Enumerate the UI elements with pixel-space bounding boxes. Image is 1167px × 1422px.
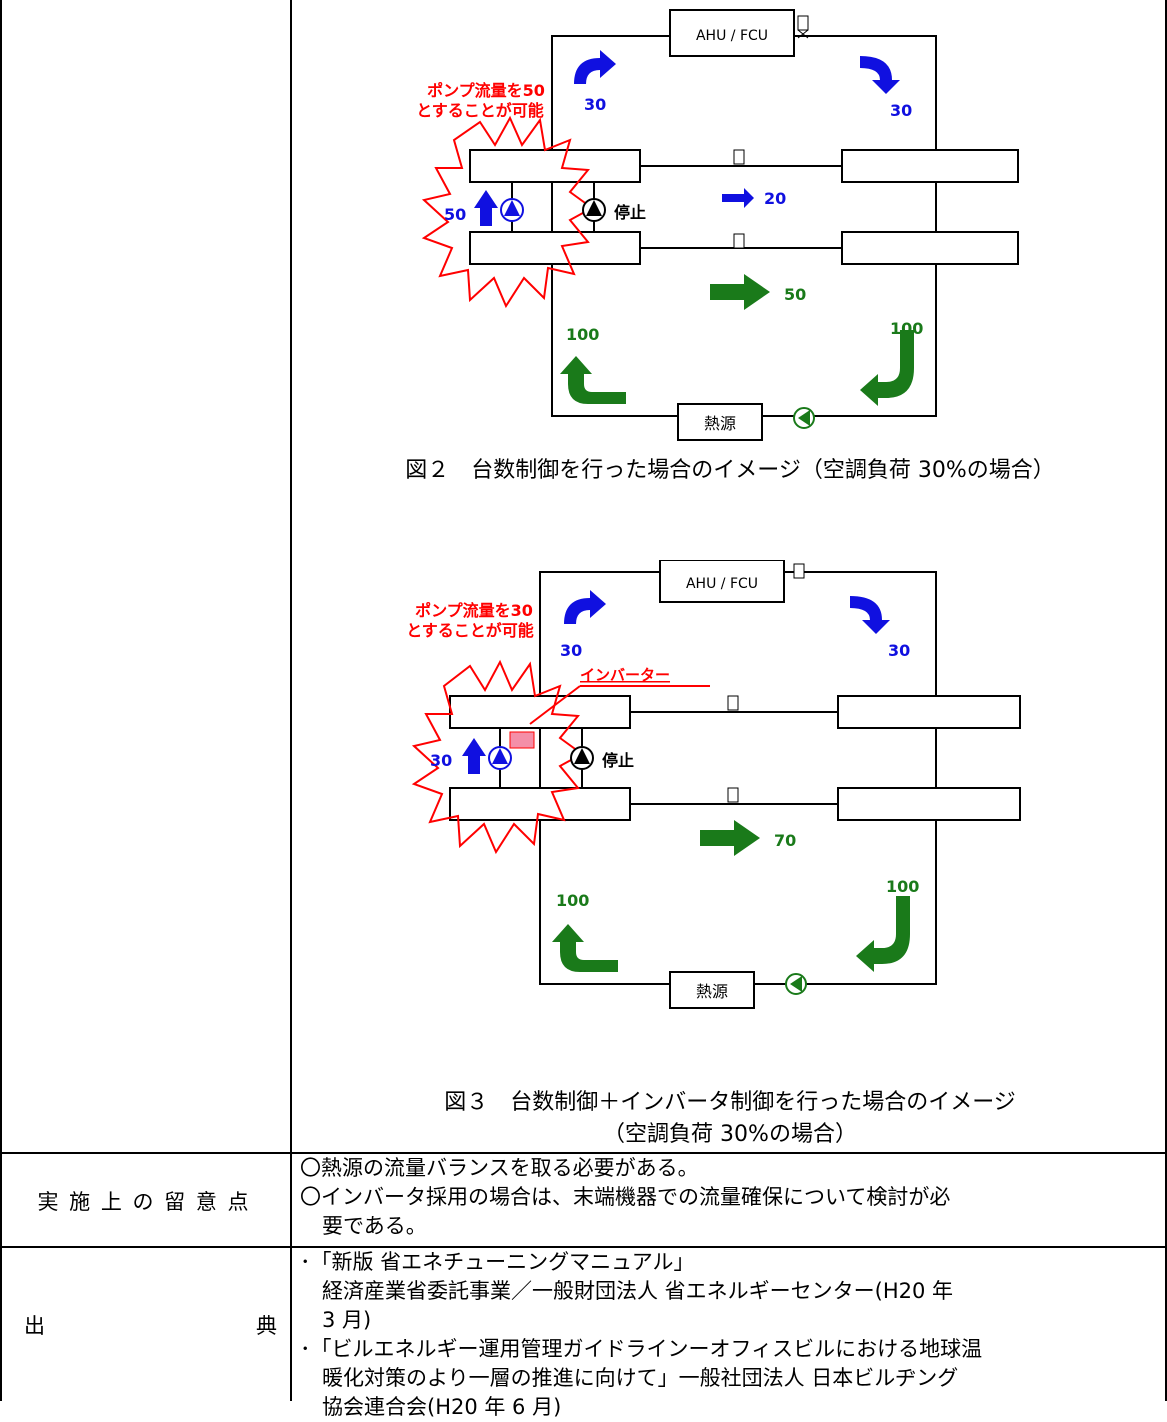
heat-source-box [677, 403, 763, 441]
inverter-box [509, 731, 535, 749]
flow-bottom-left: 100 [566, 325, 599, 344]
valve-icon [797, 15, 809, 31]
flow-mid2: 70 [774, 831, 796, 850]
ahu-box [669, 9, 795, 57]
flow-top-right: 30 [890, 101, 912, 120]
stop-label: 停止 [614, 203, 646, 222]
ahu-box [659, 560, 785, 603]
flow-pump: 50 [444, 205, 466, 224]
figure3-diagram: AHU / FCU 熱源 ポンプ流量を30 とすることが可能 インバーター 停止… [406, 560, 1021, 1009]
source-line: 協会連合会(H20 年 6 月) [322, 1395, 562, 1419]
flow-pump: 30 [430, 751, 452, 770]
table-column-divider [290, 0, 292, 1401]
source-line: 経済産業省委託事業／一般財団法人 省エネルギーセンター(H20 年 [322, 1279, 954, 1303]
table-border-right [1165, 0, 1167, 1401]
figure2-caption: 図２ 台数制御を行った場合のイメージ（空調負荷 30%の場合） [405, 458, 1055, 483]
valve-icon [727, 695, 739, 711]
arrow-icon [564, 590, 606, 624]
row-divider-source [0, 1246, 1167, 1248]
source-label-right: 典 [256, 1314, 277, 1338]
source-line: ･「新版 省エネチューニングマニュアル」 [300, 1250, 695, 1274]
callout-line1: ポンプ流量を50 [427, 81, 545, 100]
source-content: ･「新版 省エネチューニングマニュアル」 経済産業省委託事業／一般財団法人 省エ… [300, 1248, 982, 1422]
arrow-icon [700, 820, 760, 856]
callout-line2: とすることが可能 [406, 621, 534, 640]
flow-bottom-left: 100 [556, 891, 589, 910]
flow-top-left: 30 [584, 95, 606, 114]
callout-starburst [421, 115, 594, 309]
inverter-label: インバーター [580, 666, 670, 684]
flow-mid2: 50 [784, 285, 806, 304]
notes-line: 〇インバータ採用の場合は、末端機器での流量確保について検討が必 [300, 1185, 951, 1209]
arrow-icon [462, 738, 486, 774]
ahu-label: AHU / FCU [696, 28, 768, 44]
notes-label: 実 施 上 の 留 意 点 [37, 1190, 251, 1214]
flow-bottom-right: 100 [890, 319, 923, 338]
arrow-icon [856, 896, 910, 972]
heat-source-label: 熱源 [696, 982, 728, 1001]
figure3-caption-line2: （空調負荷 30%の場合） [603, 1122, 857, 1147]
notes-line: 〇熱源の流量バランスを取る必要がある。 [300, 1156, 699, 1180]
arrow-icon [710, 274, 770, 310]
notes-content: 〇熱源の流量バランスを取る必要がある。 〇インバータ採用の場合は、末端機器での流… [300, 1154, 950, 1241]
figure2-diagram: AHU / FCU 熱源 ポンプ流量を50 とすることが可能 停止 50 [416, 9, 1019, 441]
flow-bottom-right: 100 [886, 877, 919, 896]
flow-top-right: 30 [888, 641, 910, 660]
arrow-icon [474, 190, 498, 226]
arrow-icon [860, 330, 914, 406]
arrow-icon [552, 924, 618, 972]
source-label-left: 出 [24, 1314, 45, 1338]
figure3-caption-line1: 図３ 台数制御＋インバータ制御を行った場合のイメージ [444, 1090, 1016, 1115]
source-line: ･「ビルエネルギー運用管理ガイドラインーオフィスビルにおける地球温 [300, 1337, 983, 1361]
flow-top-left: 30 [560, 641, 582, 660]
arrow-icon [722, 188, 754, 208]
heat-source-label: 熱源 [704, 414, 736, 433]
stop-label: 停止 [602, 751, 634, 770]
table-border-left [0, 0, 2, 1401]
valve-icon [733, 149, 745, 165]
callout-line1: ポンプ流量を30 [415, 601, 533, 620]
callout-line2: とすることが可能 [416, 101, 544, 120]
notes-line: 要である。 [322, 1214, 427, 1238]
ahu-label: AHU / FCU [686, 576, 758, 592]
callout-starburst [411, 659, 584, 855]
arrow-icon [860, 56, 900, 94]
valve-icon [727, 787, 739, 803]
row-divider-notes [0, 1152, 1167, 1154]
source-line: 暖化対策のより一層の推進に向けて」一般社団法人 日本ビルヂング [322, 1366, 959, 1390]
heat-source-box [669, 971, 755, 1009]
valve-icon [793, 563, 805, 579]
arrow-icon [560, 356, 626, 404]
source-line: 3 月) [322, 1308, 372, 1332]
arrow-icon [574, 50, 616, 84]
valve-icon [733, 233, 745, 249]
flow-mid: 20 [764, 189, 786, 208]
arrow-icon [850, 596, 890, 634]
